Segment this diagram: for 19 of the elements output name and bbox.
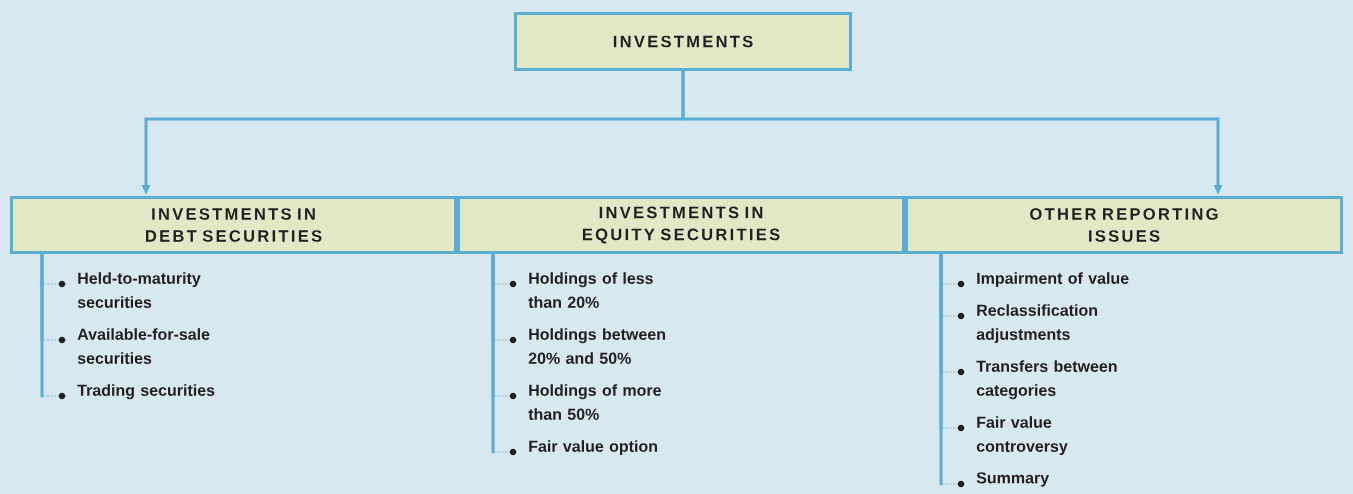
bullet-item: Impairment of value <box>977 272 1129 288</box>
bullet-item: Holdings between 20% and 50% <box>528 328 665 364</box>
tree-connector <box>939 253 958 486</box>
heading-box: OTHER REPORTING ISSUES <box>905 196 1343 254</box>
bullet-item: Available-for-sale securities <box>77 328 210 364</box>
bullet-item: Fair value option <box>529 440 657 456</box>
bullet-item: Held-to-maturity securities <box>77 272 201 308</box>
heading-box: INVESTMENTS <box>514 12 852 71</box>
bullet-item: Summary <box>976 472 1050 487</box>
heading-box: INVESTMENTS IN EQUITY SECURITIES <box>457 196 905 254</box>
bullet-item: Fair value controversy <box>976 416 1068 456</box>
bullet-item: Trading securities <box>77 384 215 400</box>
tree-connector <box>40 253 59 398</box>
bullet-item: Reclassification adjustments <box>976 304 1098 344</box>
bullet-item: Transfers between categories <box>976 360 1117 400</box>
heading-box: INVESTMENTS IN DEBT SECURITIES <box>10 196 457 254</box>
bullet-item: Holdings of more than 50% <box>528 384 661 420</box>
tree-connector <box>491 253 510 454</box>
bullet-item: Holdings of less than 20% <box>528 272 653 308</box>
